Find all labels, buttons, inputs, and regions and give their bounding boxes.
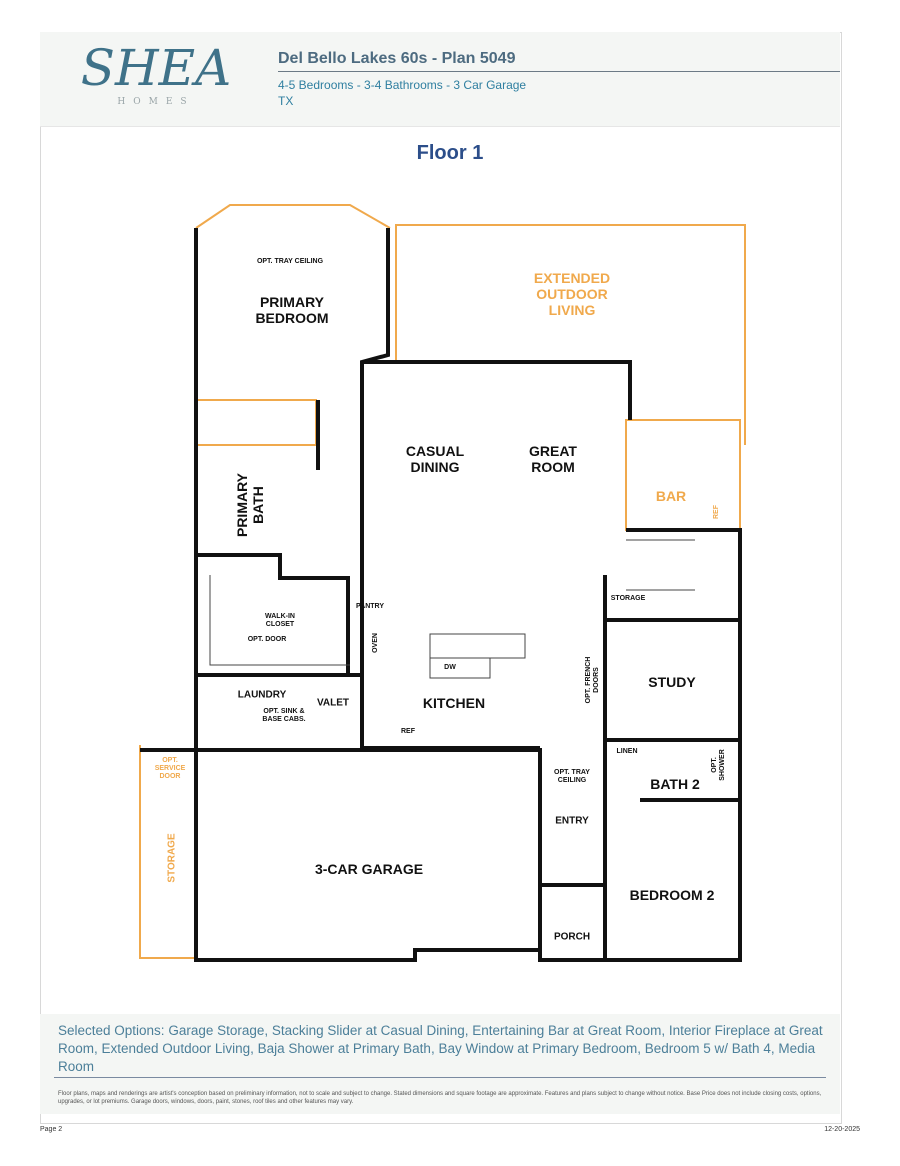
selected-options-panel: Selected Options: Garage Storage, Stacki… <box>40 1014 840 1114</box>
header-divider <box>278 71 840 72</box>
opt-door-label: OPT. DOOR <box>247 635 287 643</box>
label-line: PRIMARY <box>259 293 325 310</box>
print-date: 12-20-2025 <box>824 1126 860 1133</box>
page-frame <box>40 32 842 1124</box>
label-line: DOORS <box>593 667 600 693</box>
room-valet: VALET <box>316 697 350 709</box>
label-line: OPT. <box>162 756 178 764</box>
bar-ref-label: REF <box>712 505 720 519</box>
label-line: OPT. TRAY <box>554 768 590 776</box>
label-line: OUTDOOR <box>536 285 608 302</box>
opt-sink-label: OPT. SINK &BASE CABS. <box>262 708 305 724</box>
walls <box>140 228 742 962</box>
page-number: Page 2 <box>40 1126 63 1133</box>
label-line: SHOWER <box>719 749 726 781</box>
room-laundry: LAUNDRY <box>237 689 287 701</box>
label-line: BASE CABS. <box>262 716 306 723</box>
label-line: GREAT <box>529 442 577 459</box>
selected-options-text: Selected Options: Garage Storage, Stacki… <box>58 1023 823 1074</box>
floor-title: Floor 1 <box>416 142 484 164</box>
header <box>40 32 840 127</box>
opt-shower-label: OPT.SHOWER <box>711 749 727 781</box>
plan-title: Del Bello Lakes 60s - Plan 5049 <box>278 50 516 67</box>
ref-label: REF <box>401 727 415 735</box>
specs-text: 4-5 Bedrooms - 3-4 Bathrooms - 3 Car Gar… <box>278 78 527 92</box>
room-label: OPT. TRAY CEILING <box>256 257 324 265</box>
label-line: DOOR <box>159 773 181 781</box>
label-line: BATH <box>250 486 266 524</box>
oven-label: OVEN <box>371 633 379 653</box>
label-line: EXTENDED <box>533 269 611 286</box>
state-text: TX <box>278 94 294 108</box>
room-porch: PORCH <box>553 931 591 943</box>
room-study: STUDY <box>648 673 696 690</box>
label-line: OPT. FRENCH <box>584 656 592 704</box>
dishwasher-label: DW <box>444 663 456 671</box>
label-line: OPT. <box>710 757 718 773</box>
label-line: CLOSET <box>265 621 295 628</box>
options-divider <box>54 1077 826 1078</box>
room-pantry: PANTRY <box>356 602 384 610</box>
plan-specs: 4-5 Bedrooms - 3-4 Bathrooms - 3 Car Gar… <box>278 77 526 109</box>
label-line: CASUAL <box>405 442 465 459</box>
room-linen: LINEN <box>616 747 638 755</box>
room-bedroom-2: BEDROOM 2 <box>629 886 715 903</box>
room-bar: BAR <box>655 487 687 504</box>
room-bath-2: BATH 2 <box>650 775 700 792</box>
shea-homes-logo: Shea Homes <box>80 39 232 107</box>
disclaimer-text: Floor plans, maps and renderings are art… <box>58 1091 822 1105</box>
fixtures <box>209 539 695 679</box>
room-kitchen: KITCHEN <box>422 694 486 711</box>
label-line: BEDROOM <box>255 310 329 326</box>
label-line: WALK-IN <box>265 612 295 620</box>
label-line: DINING <box>410 459 460 475</box>
room-garage-storage: STORAGE <box>166 833 178 883</box>
label-line: CEILING <box>557 777 587 784</box>
room-storage: STORAGE <box>610 594 646 602</box>
room-entry: ENTRY <box>555 815 589 827</box>
option-outlines <box>139 204 746 959</box>
label-line: SERVICE <box>154 764 186 772</box>
label-line: LIVING <box>548 302 596 319</box>
label-line: PRIMARY <box>233 472 250 538</box>
label-line: ROOM <box>531 459 575 475</box>
room-3-car-garage: 3-CAR GARAGE <box>314 860 424 877</box>
label-line: OPT. SINK & <box>263 707 305 715</box>
